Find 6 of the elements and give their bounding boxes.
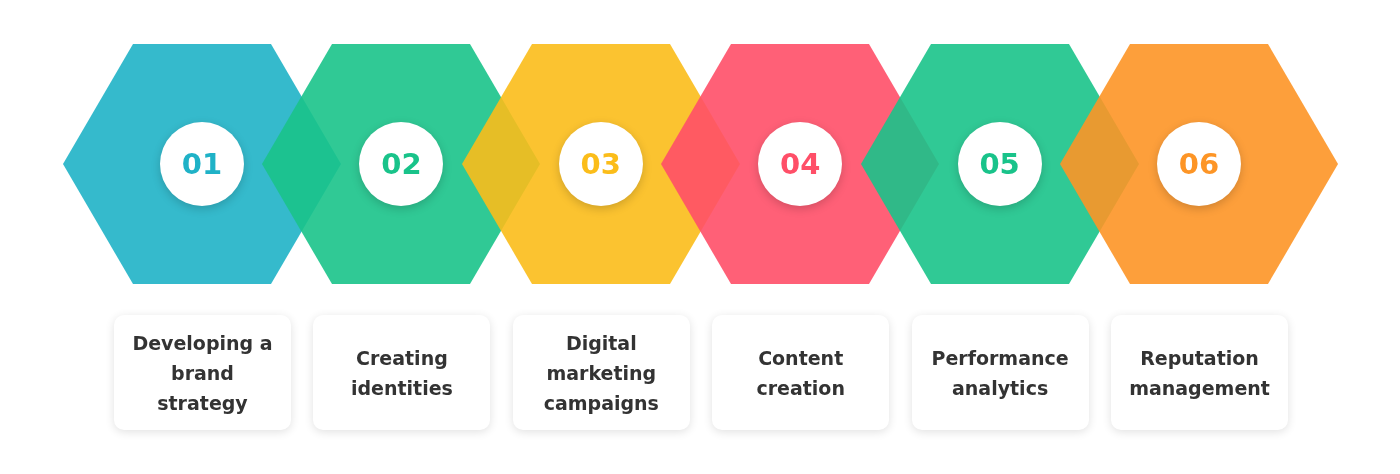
step-card: Developing a brand strategy: [114, 315, 291, 430]
step-card: Digital marketing campaigns: [512, 315, 690, 430]
step-card: Reputation management: [1111, 315, 1288, 430]
step-card: Performance analytics: [911, 315, 1089, 430]
step-card: Content creation: [712, 315, 890, 430]
step-card: Creating identities: [313, 315, 491, 430]
